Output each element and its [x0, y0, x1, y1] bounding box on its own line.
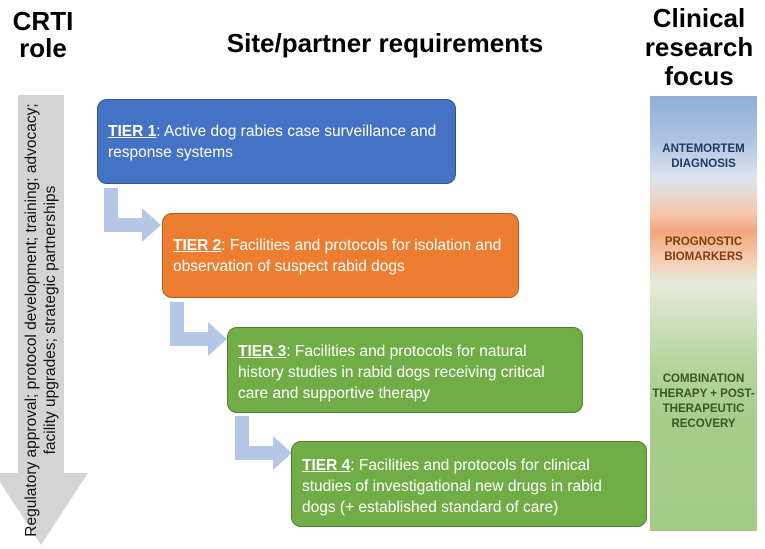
clinical-focus-header: Clinical research focus	[638, 3, 760, 92]
tier-4-text: : Facilities and protocols for clinical …	[302, 457, 602, 516]
connector-arrow-3-4	[235, 416, 292, 470]
tier-3-text: : Facilities and protocols for natural h…	[238, 343, 545, 402]
connector-arrow-2-3	[170, 302, 227, 356]
connector-arrow-shape	[235, 416, 292, 470]
focus-combination-therapy: COMBINATION THERAPY + POST-THERAPEUTIC R…	[652, 373, 755, 430]
clinical-focus-gradient-bar: ANTEMORTEM DIAGNOSIS PROGNOSTIC BIOMARKE…	[650, 96, 757, 531]
tier-2-text: : Facilities and protocols for isolation…	[173, 237, 502, 275]
focus-header-text: Clinical research focus	[644, 3, 754, 92]
focus-prognostic-biomarkers: PROGNOSTIC BIOMARKERS	[664, 236, 743, 263]
site-header-text: Site/partner requirements	[226, 28, 544, 58]
tier-3-title: TIER 3	[238, 343, 287, 360]
crti-role-text: Regulatory approval; protocol developmen…	[23, 103, 59, 537]
tier-2-title: TIER 2	[173, 237, 222, 254]
tier-1-title: TIER 1	[108, 123, 157, 140]
tier-1-text: : Active dog rabies case surveillance an…	[108, 123, 437, 161]
tier-1-box: TIER 1: Active dog rabies case surveilla…	[97, 99, 456, 184]
crti-role-header: CRTI role	[4, 6, 82, 64]
connector-arrow-1-2	[104, 188, 161, 242]
crti-role-down-arrow	[0, 95, 88, 545]
connector-arrow-shape	[104, 188, 161, 242]
tier-3-box: TIER 3: Facilities and protocols for nat…	[227, 327, 583, 413]
down-arrow-shape	[0, 95, 88, 545]
focus-antemortem-diagnosis: ANTEMORTEM DIAGNOSIS	[662, 143, 745, 170]
connector-arrow-shape	[170, 302, 227, 356]
tier-4-box: TIER 4: Facilities and protocols for cli…	[291, 441, 647, 527]
tier-2-box: TIER 2: Facilities and protocols for iso…	[162, 213, 519, 298]
crti-header-text: CRTI role	[12, 6, 74, 64]
tier-4-title: TIER 4	[302, 457, 351, 474]
site-requirements-header: Site/partner requirements	[160, 28, 610, 58]
